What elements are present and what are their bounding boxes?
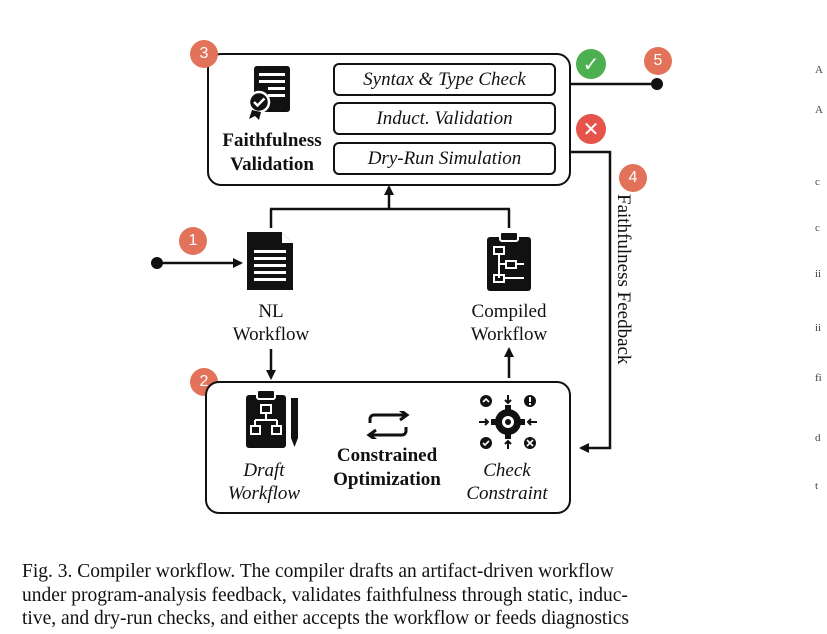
check-syntax-type: Syntax & Type Check (333, 63, 556, 96)
edge-glyph: A (815, 104, 823, 116)
validation-title-line1: Faithfulness (222, 130, 322, 151)
edge-glyph: fi (815, 372, 822, 384)
check-constraint-line1: Check (483, 460, 531, 481)
optimization-title-line2: Optimization (333, 469, 441, 490)
constraint-gear-icon (479, 395, 537, 449)
draft-workflow-label: Draft Workflow (214, 459, 314, 505)
draft-workflow-line1: Draft (243, 460, 285, 481)
check-dry-run-simulation: Dry-Run Simulation (333, 142, 556, 175)
check-constraint-line2: Constraint (466, 483, 548, 504)
document-icon (247, 232, 293, 290)
fail-cross-icon: ✕ (576, 114, 606, 144)
validation-title-line2: Validation (230, 154, 314, 175)
edge-glyph: t (815, 480, 819, 492)
check-inductive-validation: Induct. Validation (333, 102, 556, 135)
step-badge-5: 5 (644, 47, 672, 75)
caption-line: tive, and dry-run checks, and either acc… (22, 608, 629, 629)
edge-glyph: d (815, 432, 821, 444)
step-badge-3: 3 (190, 40, 218, 68)
edge-glyph: c (815, 176, 820, 188)
compiled-workflow-line2: Workflow (470, 324, 548, 345)
draft-clipboard-icon (246, 390, 298, 448)
edge-glyph: c (815, 222, 820, 234)
compiled-clipboard-icon (487, 231, 531, 291)
feedback-label: Faithfulness Feedback (613, 194, 634, 365)
check-constraint-label: Check Constraint (452, 459, 562, 505)
validation-title: Faithfulness Validation (212, 129, 332, 177)
cycle-arrows-icon (366, 411, 410, 439)
step-badge-4: 4 (619, 164, 647, 192)
optimization-title: Constrained Optimization (318, 444, 456, 492)
edge-glyph: A (815, 64, 823, 76)
nl-workflow-line2: Workflow (232, 324, 310, 345)
draft-workflow-line2: Workflow (227, 483, 301, 504)
figure-caption: Fig. 3. Compiler workflow. The compiler … (22, 560, 802, 631)
step-badge-1: 1 (179, 227, 207, 255)
pass-check-icon: ✓ (576, 49, 606, 79)
edge-glyph: ii (815, 322, 822, 334)
nl-workflow-line1: NL (258, 301, 284, 322)
optimization-title-line1: Constrained (336, 445, 438, 466)
caption-line: Fig. 3. Compiler workflow. The compiler … (22, 561, 614, 582)
output-end-dot (651, 78, 663, 90)
nl-workflow-label: NL Workflow (221, 300, 321, 346)
certificate-icon (247, 66, 290, 120)
caption-line: under program-analysis feedback, validat… (22, 584, 628, 606)
feedback-loop (570, 150, 612, 453)
compiled-workflow-line1: Compiled (471, 301, 547, 322)
compiled-workflow-label: Compiled Workflow (454, 300, 564, 346)
edge-glyph: ii (815, 268, 822, 280)
